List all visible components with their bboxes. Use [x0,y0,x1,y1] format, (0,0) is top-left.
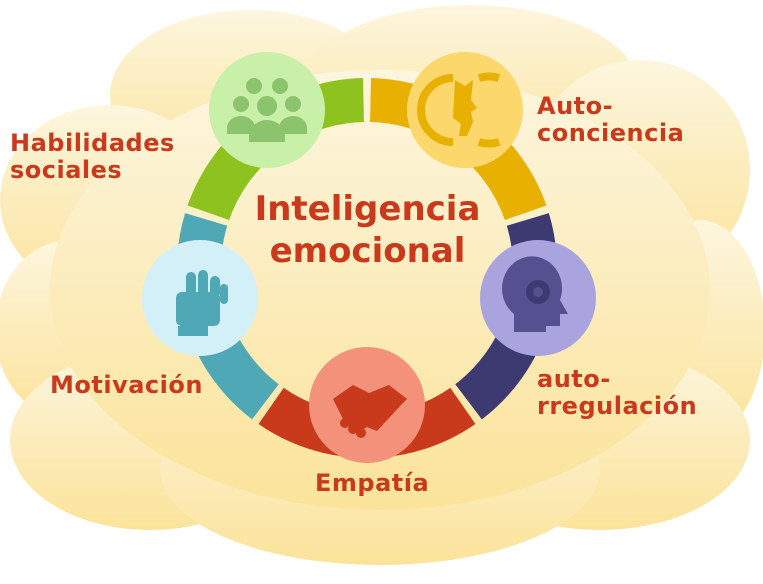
people-group-icon [227,78,307,142]
node-circles [142,52,596,463]
label-autoconciencia: Auto- conciencia [537,93,684,147]
node-autoconciencia [407,52,523,168]
title-line-2: emocional [269,231,466,271]
two-faces-icon [417,72,501,148]
label-line: Habilidades [10,129,175,157]
handshake-icon [333,385,407,438]
node-empatia [309,347,425,463]
label-line: auto- [537,365,611,393]
label-line: rregulación [537,392,698,420]
label-line: sociales [10,156,123,184]
node-autorregulacion [480,240,596,356]
title-line-1: Inteligencia [254,189,481,229]
node-habilidades-sociales [209,52,325,168]
label-line: Empatía [315,469,430,497]
label-line: Motivación [50,371,203,399]
label-line: conciencia [537,119,685,147]
label-line: Auto- [537,92,614,120]
fist-icon [176,270,228,336]
node-motivacion [142,240,258,356]
head-gear-icon [502,256,568,332]
label-empatia: Empatía [315,470,429,497]
diagram-title: Inteligencia emocional [235,188,500,272]
label-motivacion: Motivación [50,372,203,399]
label-habilidades-sociales: Habilidades sociales [10,130,175,184]
label-autorregulacion: auto- rregulación [537,366,697,420]
